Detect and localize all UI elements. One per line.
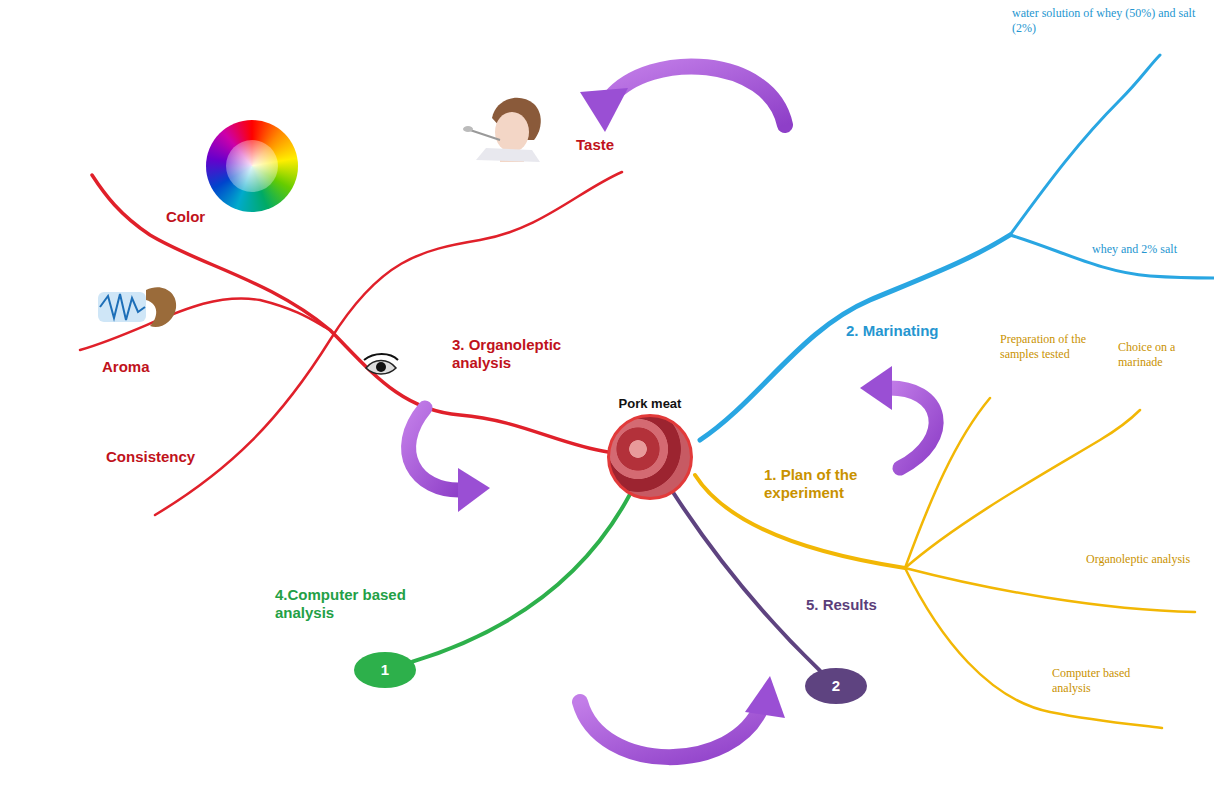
branch-title: 3. Organoleptic analysis [452, 336, 592, 372]
numbered-oval: 2 [805, 668, 867, 704]
branch-title: 1. Plan of the experiment [764, 466, 888, 502]
branch-connector [673, 493, 819, 671]
branch-title: Aroma [102, 358, 182, 376]
branch-connector [412, 495, 629, 662]
branch-title: Taste [576, 136, 646, 154]
branch-title: 5. Results [806, 596, 916, 614]
branch-note: Organoleptic analysis [1086, 552, 1196, 567]
central-topic: Pork meat [595, 396, 705, 500]
yellow-branches [695, 398, 1195, 728]
branch-title: 2. Marinating [846, 322, 976, 340]
branch-note: Preparation of the samples tested [1000, 332, 1112, 362]
aroma-icon [98, 287, 176, 327]
branch-note: whey and 2% salt [1092, 242, 1210, 257]
taste-icon [463, 98, 541, 162]
pork-meat-photo [607, 414, 693, 500]
branch-note: Computer based analysis [1052, 666, 1162, 696]
branch-note: water solution of whey (50%) and salt (2… [1012, 6, 1208, 36]
numbered-oval: 1 [354, 652, 416, 688]
eye-icon [364, 354, 398, 374]
red-branches [80, 172, 622, 515]
oval-shape: 1 [354, 652, 416, 688]
topic-title: Pork meat [595, 396, 705, 411]
branch-title: 4.Computer based analysis [275, 586, 440, 622]
callout-number: 2 [832, 677, 840, 694]
branch-note: Choice on a marinade [1118, 340, 1208, 370]
color-wheel-icon [206, 120, 298, 212]
callout-number: 1 [381, 661, 389, 678]
branch-title: Consistency [106, 448, 236, 466]
cycle-arrows [409, 66, 937, 757]
branch-title: Color [166, 208, 236, 226]
oval-shape: 2 [805, 668, 867, 704]
